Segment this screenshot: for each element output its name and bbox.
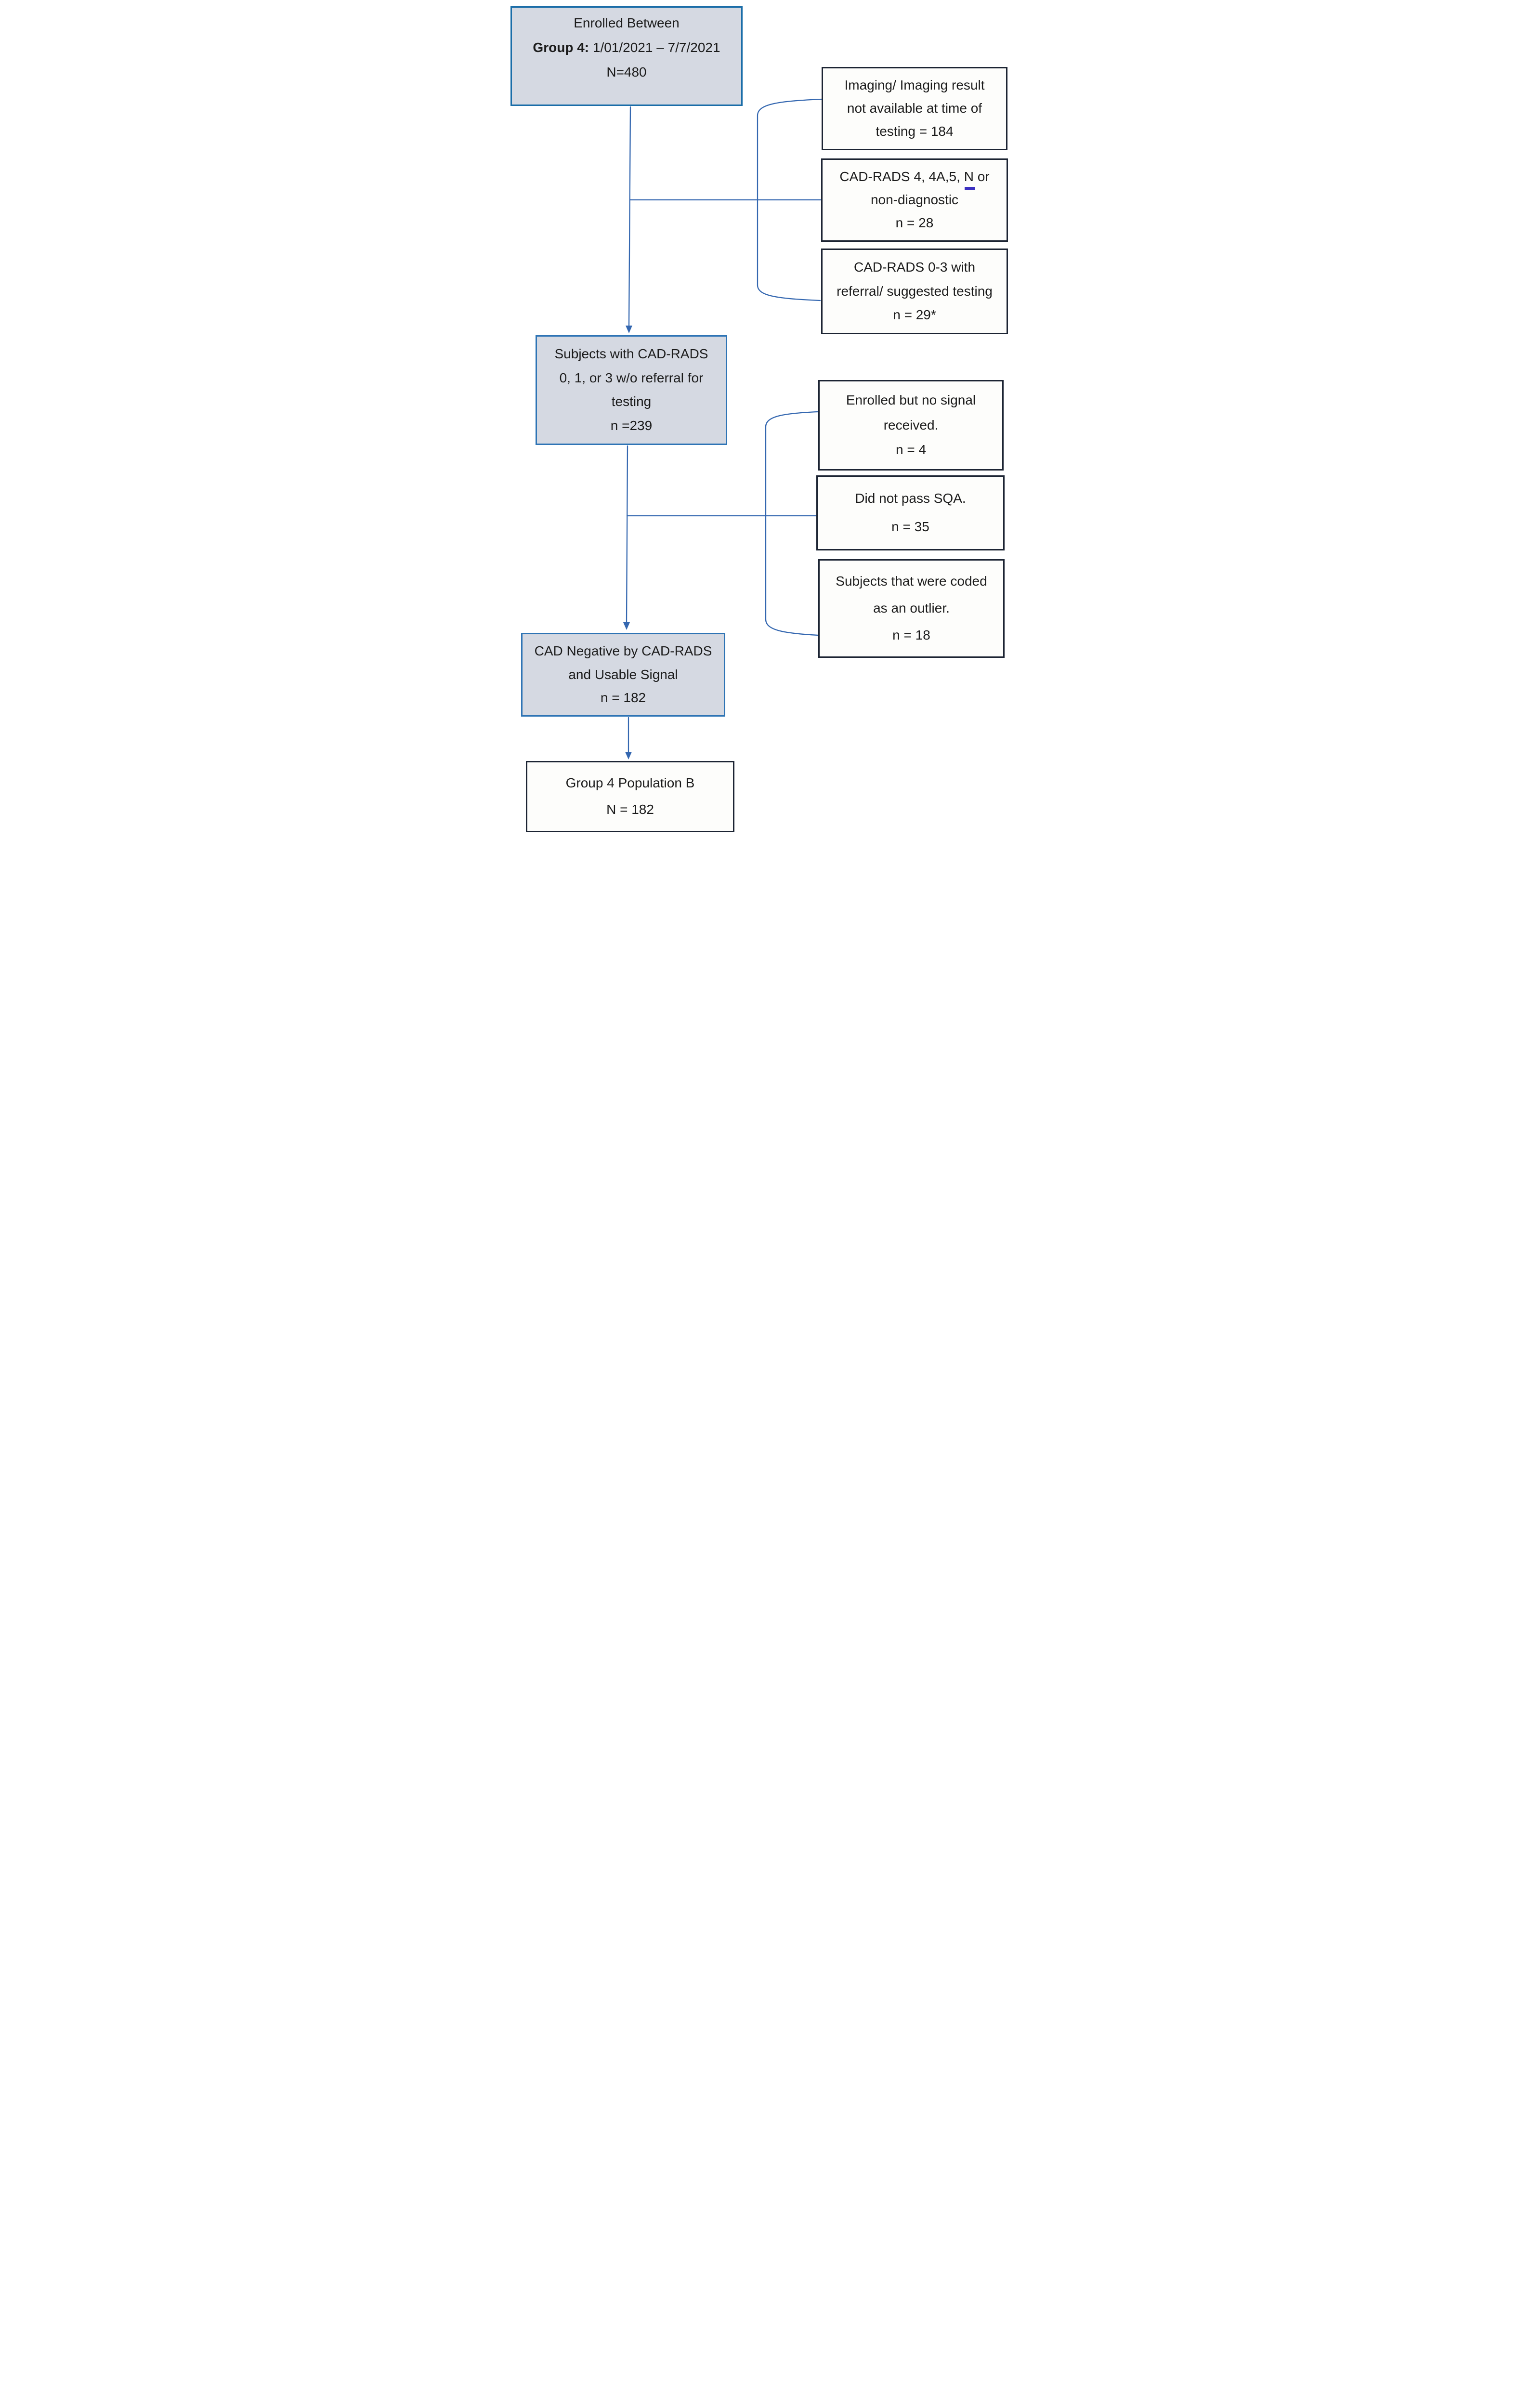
group-label: Group 4: [533,39,589,55]
count-label: n =239 [610,418,653,433]
node-line-text: CAD-RADS 4, 4A,5, [839,169,964,184]
node-line-text: or [973,169,990,184]
node-line: received. [883,417,939,432]
node-cadrads-4-4a-5-n: CAD-RADS 4, 4A,5, N or non-diagnostic n … [821,158,1008,242]
node-line: Enrolled but no signal [846,392,976,407]
node-line: Subjects that were coded [836,574,987,589]
count-label: N=480 [606,64,647,79]
count-label: n = 28 [895,215,934,230]
node-line: CAD-RADS 0-3 with [853,260,976,275]
arrowhead-cadnegative-to-population [625,752,632,759]
bracket-middle-exclusions [765,411,819,636]
connector-enrolled-to-subjects [628,106,631,327]
count-label: n = 4 [895,442,927,458]
node-line: CAD Negative by CAD-RADS [534,643,712,659]
node-coded-as-outlier: Subjects that were coded as an outlier. … [818,559,1005,658]
bracket-top-exclusions [757,98,823,301]
node-group4-population-b: Group 4 Population B N = 182 [526,761,734,832]
spellcheck-underline: N [964,168,975,190]
node-cad-negative-usable-signal: CAD Negative by CAD-RADS and Usable Sign… [521,633,725,717]
node-line: Imaging/ Imaging result [844,78,985,93]
node-did-not-pass-sqa: Did not pass SQA. n = 35 [816,475,1005,550]
node-line: Group 4: 1/01/2021 – 7/7/2021 [533,39,720,57]
node-line: Did not pass SQA. [855,491,966,506]
arrowhead-subjects-to-cadnegative [623,622,630,630]
node-line: not available at time of [847,101,982,116]
node-line: testing [611,394,652,409]
node-line: CAD-RADS 4, 4A,5, N or [839,168,990,190]
arrowhead-enrolled-to-subjects [626,326,632,333]
node-line: as an outlier. [873,601,950,616]
flow-diagram: Enrolled Between Group 4: 1/01/2021 – 7/… [506,0,1011,835]
connector-subjects-to-cadnegative [626,445,628,624]
node-enrolled-between: Enrolled Between Group 4: 1/01/2021 – 7/… [510,6,743,106]
node-line: Group 4 Population B [565,775,695,790]
node-subjects-cadrads-included: Subjects with CAD-RADS 0, 1, or 3 w/o re… [536,335,727,445]
node-line: Subjects with CAD-RADS [554,346,708,362]
date-range: 1/01/2021 – 7/7/2021 [589,39,720,55]
count-label: n = 35 [891,519,929,534]
count-label: n = 182 [600,690,646,705]
count-label: n = 29* [893,307,936,322]
count-label: n = 18 [892,628,930,642]
count-label: N = 182 [606,802,654,817]
node-cadrads-0-3-referral: CAD-RADS 0-3 with referral/ suggested te… [821,249,1008,334]
node-line: Enrolled Between [574,15,680,30]
node-line: non-diagnostic [870,192,959,208]
node-no-signal-received: Enrolled but no signal received. n = 4 [818,380,1004,471]
node-line: referral/ suggested testing [837,283,993,299]
count-label: testing = 184 [876,124,954,139]
node-line: and Usable Signal [568,667,678,682]
node-line: 0, 1, or 3 w/o referral for [559,370,704,385]
node-imaging-not-available: Imaging/ Imaging result not available at… [822,67,1007,150]
